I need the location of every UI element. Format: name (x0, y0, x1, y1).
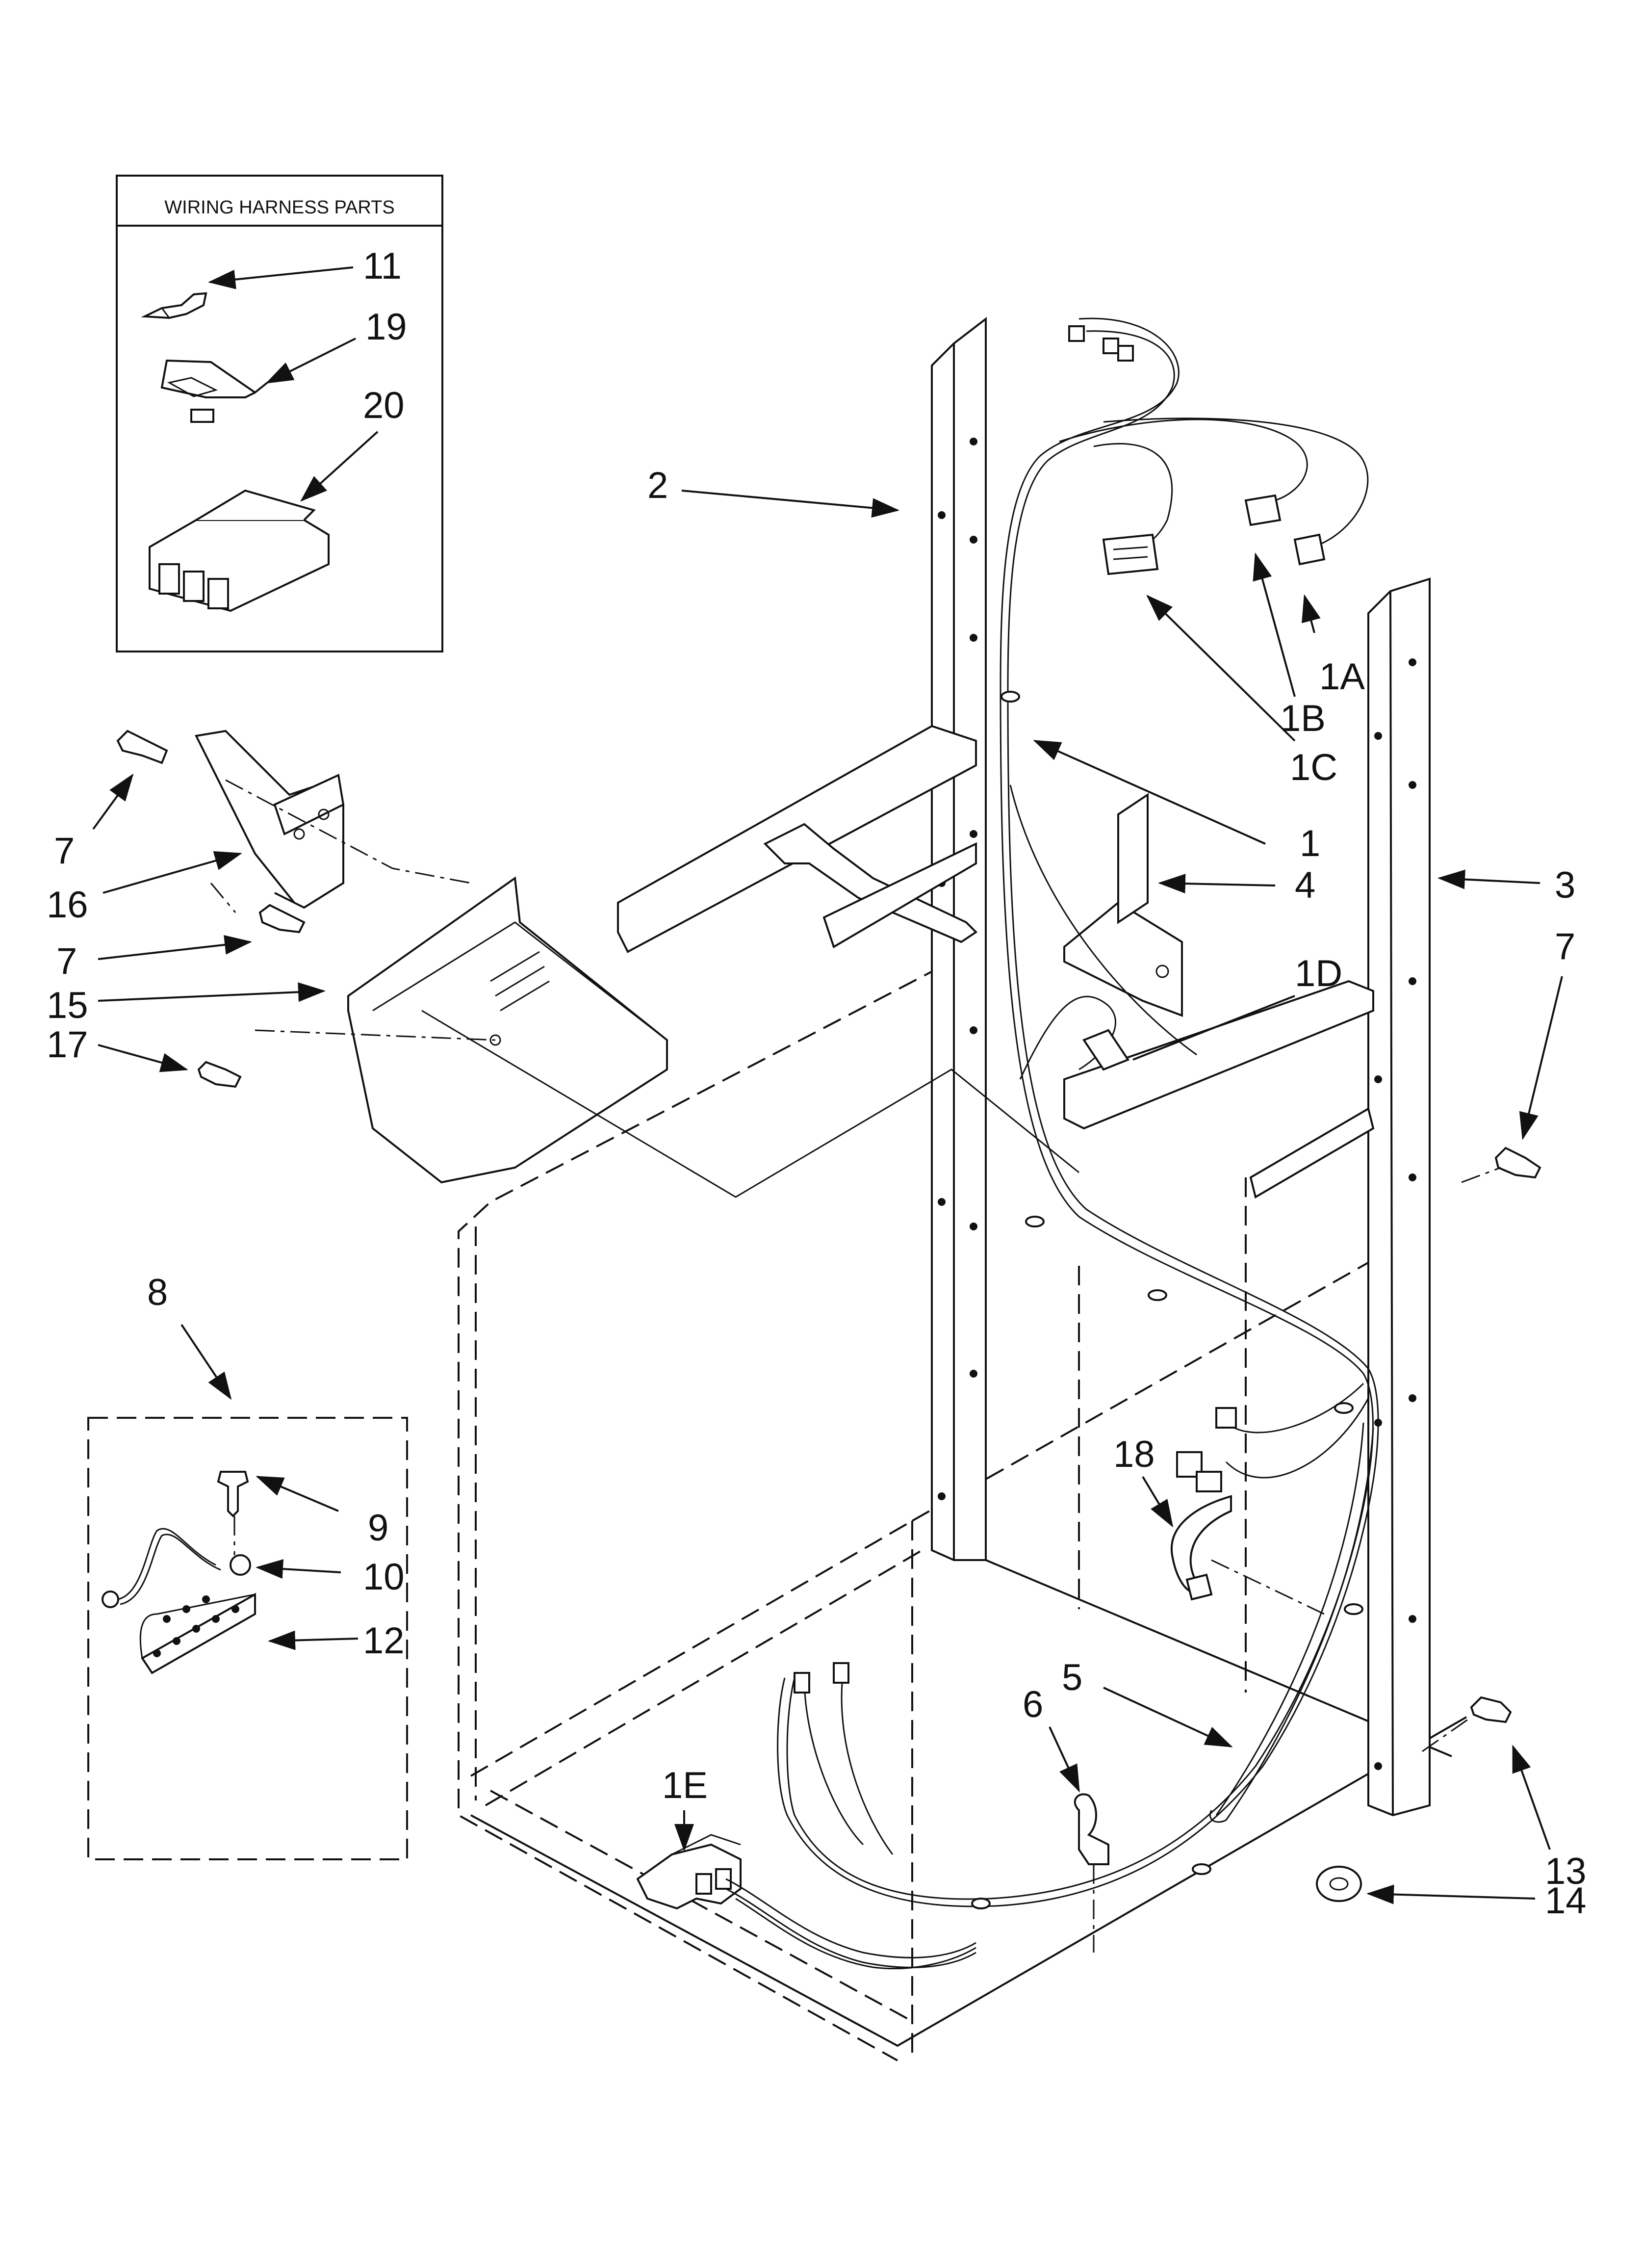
connector-1E (636, 1662, 976, 1970)
connector-part-20 (149, 489, 330, 612)
connector-1B (1244, 494, 1282, 526)
inset-title: WIRING HARNESS PARTS (164, 197, 394, 218)
callout-1A: 1A (1319, 656, 1365, 698)
callout-7a: 7 (54, 830, 75, 872)
arrow-5 (1103, 1687, 1233, 1747)
arrow-18 (1142, 1476, 1174, 1528)
wiring-harness-main (777, 317, 1379, 1909)
arrow-3 (1437, 869, 1540, 889)
arrow-7b (98, 935, 252, 960)
callout-17: 17 (47, 1024, 88, 1066)
connector-1D (1082, 1029, 1130, 1071)
callout-2: 2 (647, 465, 668, 506)
screw-part-13 (1470, 1696, 1512, 1723)
arrow-15 (98, 982, 326, 1002)
wiring-harness-parts-inset: WIRING HARNESS PARTS 11 19 20 (116, 175, 443, 652)
arrow-16 (103, 851, 242, 894)
arrow-10 (256, 1559, 341, 1579)
clamp-part-18 (1170, 1495, 1232, 1601)
arrow-8 (180, 1324, 232, 1400)
callout-6: 6 (1023, 1684, 1043, 1725)
arrow-7a (92, 773, 134, 830)
callout-12: 12 (363, 1620, 405, 1662)
callout-4: 4 (1295, 864, 1315, 906)
callout-1B: 1B (1280, 698, 1326, 739)
arrow-9 (256, 1476, 339, 1512)
arrow-14 (1366, 1884, 1536, 1904)
ground-inset-frame (87, 1417, 408, 1860)
callout-8: 8 (147, 1272, 168, 1313)
screw-part-9 (217, 1471, 249, 1517)
callout-9: 9 (368, 1507, 388, 1549)
callout-5: 5 (1062, 1657, 1082, 1698)
arrow-20 (300, 431, 379, 502)
mounting-bracket-part-16 (195, 730, 345, 909)
upper-left-brace (617, 725, 978, 953)
callout-15: 15 (47, 985, 88, 1026)
callout-20: 20 (363, 385, 405, 426)
arrow-2 (681, 490, 899, 518)
arrow-1 (1033, 740, 1266, 845)
callout-19: 19 (365, 306, 407, 348)
connectors-right-pair (1176, 1407, 1237, 1492)
arrow-4 (1158, 874, 1276, 894)
callout-16: 16 (47, 884, 88, 926)
bracket-part-4 (1063, 793, 1183, 1017)
arrow-12 (268, 1630, 359, 1650)
ground-strap-part-12 (139, 1592, 256, 1674)
callout-14: 14 (1545, 1880, 1587, 1922)
screw-middle-left (258, 904, 306, 934)
callout-1E: 1E (662, 1765, 708, 1806)
ground-wire-part-10 (102, 1528, 251, 1608)
inset-frame (116, 175, 443, 652)
clip-part-19 (160, 359, 268, 423)
right-side-panel (1367, 577, 1431, 1817)
washer-part-14 (1316, 1866, 1362, 1902)
screw-upper-left (116, 730, 168, 764)
callout-1C: 1C (1290, 747, 1337, 788)
callout-1: 1 (1300, 823, 1320, 864)
hose-part-5 (1209, 1422, 1374, 1823)
arrow-1C (1146, 595, 1296, 742)
cabinet-outline (458, 965, 1467, 2061)
connector-1A (1293, 533, 1326, 566)
arrow-13 (1512, 1745, 1551, 1850)
callout-1D: 1D (1295, 953, 1342, 994)
arrow-1A (1302, 594, 1321, 633)
clip-part-6 (1074, 1793, 1109, 1865)
screw-right (1494, 1147, 1541, 1179)
connector-1C (1102, 533, 1159, 575)
arrow-6 (1049, 1726, 1080, 1793)
callout-7b: 7 (56, 940, 77, 982)
callout-18: 18 (1113, 1434, 1155, 1475)
callout-13: 13 (1545, 1851, 1587, 1892)
screw-lower-left (197, 1061, 242, 1088)
terminal-part-11 (141, 292, 207, 319)
leader-1D (1132, 995, 1295, 1061)
connector-top-small (1068, 325, 1134, 362)
arrow-17 (98, 1044, 188, 1072)
callout-10: 10 (363, 1556, 405, 1598)
callout-7c: 7 (1555, 926, 1575, 967)
arrow-11 (208, 266, 354, 289)
ground-wire-inset (87, 1417, 408, 1860)
arrow-19 (265, 338, 356, 384)
callout-3: 3 (1555, 864, 1575, 906)
right-brace (1063, 980, 1375, 1199)
arrow-1B (1253, 552, 1296, 697)
control-box-part-15 (347, 876, 668, 1184)
callout-11: 11 (363, 245, 402, 287)
arrow-7c (1519, 976, 1563, 1140)
